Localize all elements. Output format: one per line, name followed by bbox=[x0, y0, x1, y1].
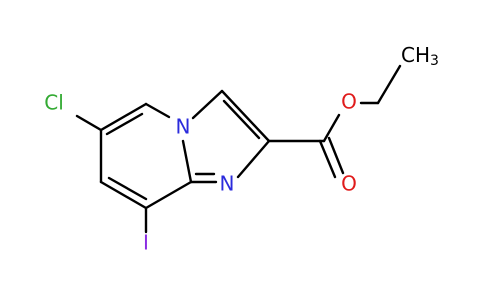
atom-methyl: CH3 bbox=[401, 43, 439, 70]
atom-nitrogen-ring: N bbox=[220, 172, 235, 196]
bond-ch2-ch3 bbox=[376, 64, 402, 105]
atom-chlorine: Cl bbox=[44, 91, 64, 115]
bond-c7-c8 bbox=[99, 180, 148, 210]
bond-c5-n-bridge bbox=[144, 102, 171, 119]
bond-c7-c8-inner bbox=[107, 176, 148, 201]
atom-oxygen-ester: O bbox=[341, 90, 357, 114]
bond-c3-c2-inner bbox=[222, 99, 261, 140]
atom-oxygen-carbonyl: O bbox=[341, 172, 357, 196]
bond-c2-n1 bbox=[236, 139, 271, 179]
bond-c5-c6-inner bbox=[105, 112, 144, 136]
bond-c3-c2 bbox=[220, 89, 271, 143]
bond-ccarbonyl-o-double-a bbox=[318, 139, 337, 179]
atom-iodine: I bbox=[143, 231, 149, 255]
bond-c5-c6 bbox=[99, 102, 148, 132]
atom-nitrogen-bridge: N bbox=[176, 115, 191, 139]
methyl-ch: CH bbox=[401, 43, 430, 67]
bond-ccarbonyl-o-double-b bbox=[327, 136, 345, 175]
bond-n-bridge-c3 bbox=[191, 89, 224, 120]
bond-c8-c8a bbox=[144, 180, 193, 210]
bond-c8a-n-bridge bbox=[181, 139, 193, 184]
bond-ccarbonyl-o-ester bbox=[322, 113, 341, 143]
bond-c6-cl bbox=[75, 114, 103, 132]
methyl-subscript: 3 bbox=[430, 53, 439, 69]
